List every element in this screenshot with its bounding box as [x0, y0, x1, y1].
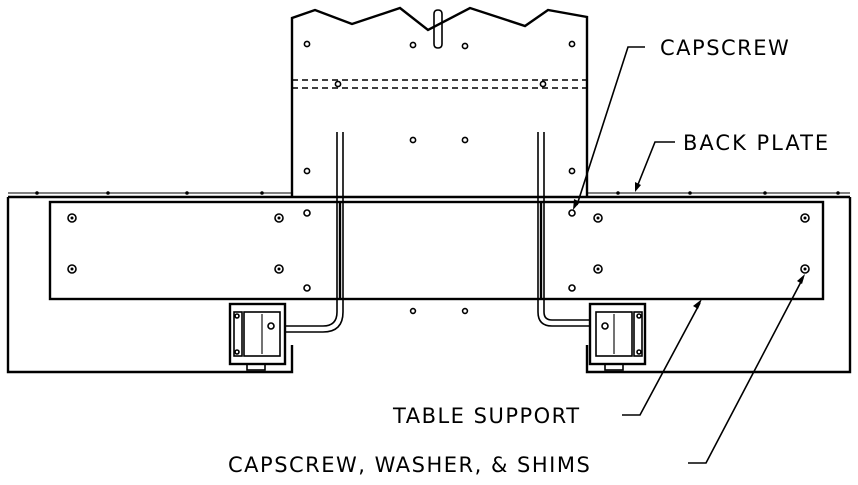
- left-bracket: [230, 304, 285, 370]
- label-capscrew: CAPSCREW: [660, 36, 790, 60]
- label-table-support: TABLE SUPPORT: [392, 404, 581, 428]
- label-capscrew-washer-shims: CAPSCREW, WASHER, & SHIMS: [228, 453, 591, 477]
- vertical-rods: [285, 132, 590, 332]
- label-back-plate: BACK PLATE: [683, 131, 830, 155]
- leader-lines: [573, 47, 805, 463]
- base-frame: [8, 191, 850, 372]
- table-support-bar: [50, 202, 823, 313]
- right-bracket: [590, 304, 645, 370]
- bolt-cluster: [68, 214, 809, 273]
